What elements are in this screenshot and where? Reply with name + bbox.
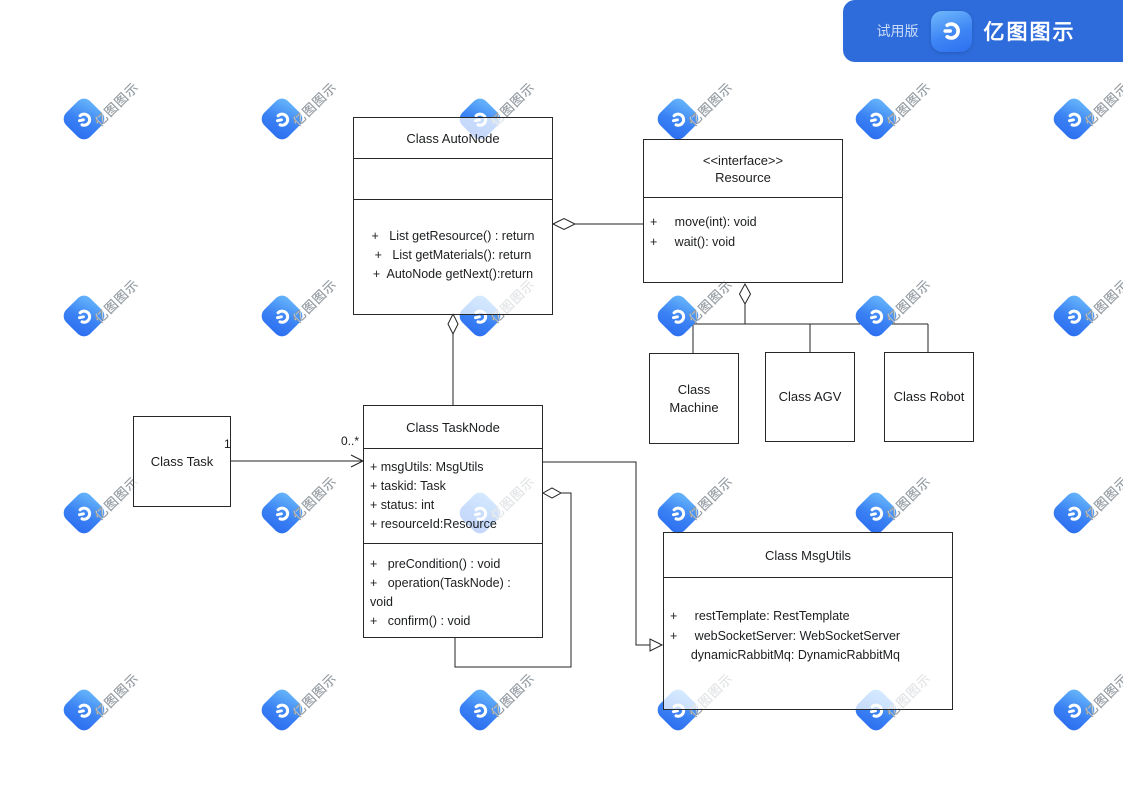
method: + List getResource() : return: [371, 229, 535, 243]
class-tasknode[interactable]: Class TaskNode + msgUtils: MsgUtils + ta…: [363, 405, 543, 638]
class-autonode[interactable]: Class AutoNode + List getResource() : re…: [353, 117, 553, 315]
aggregation-diamond-icon: [738, 282, 752, 306]
class-title: Class TaskNode: [406, 419, 500, 435]
association-task-tasknode[interactable]: [231, 454, 365, 468]
class-title: Class Machine: [669, 381, 719, 415]
class-title: Class AGV: [778, 389, 842, 404]
attribute: + taskid: Task: [370, 479, 446, 493]
method: + preCondition() : void: [370, 557, 501, 571]
aggregation-resource-implementations[interactable]: [692, 282, 929, 353]
aggregation-diamond-icon: [447, 312, 459, 336]
attribute: + resourceId:Resource: [370, 517, 497, 531]
hollow-triangle-arrow-icon: [649, 638, 664, 652]
methods-section: + List getResource() : return + List get…: [354, 199, 552, 314]
class-robot[interactable]: Class Robot: [884, 352, 974, 442]
methods-section: + preCondition() : void + operation(Task…: [364, 543, 542, 637]
method: + wait(): void: [650, 234, 736, 249]
attribute: + restTemplate: RestTemplate: [670, 609, 850, 623]
class-machine[interactable]: Class Machine: [649, 353, 739, 444]
association-tasknode-msgutils[interactable]: [543, 461, 664, 652]
method: + AutoNode getNext():return: [372, 267, 534, 281]
multiplicity-label-tasknode-end: 0..*: [341, 434, 360, 448]
attribute: + msgUtils: MsgUtils: [370, 460, 484, 474]
class-title: Class AutoNode: [406, 130, 500, 146]
method: + confirm() : void: [370, 614, 471, 628]
class-agv[interactable]: Class AGV: [765, 352, 855, 442]
app-name: 亿图图示: [983, 21, 1076, 44]
class-title: Class MsgUtils: [765, 547, 851, 563]
attributes-section: + msgUtils: MsgUtils + taskid: Task + st…: [364, 448, 542, 543]
method: + move(int): void: [650, 215, 757, 229]
attribute: dynamicRabbitMq: DynamicRabbitMq: [670, 648, 900, 662]
stereotype: <<interface>>: [702, 152, 784, 168]
multiplicity-label-task-end: 1: [224, 437, 231, 451]
attributes-section: [354, 158, 552, 199]
class-title: Class Task: [150, 453, 214, 469]
class-title: Class Robot: [893, 389, 965, 404]
class-msgutils[interactable]: Class MsgUtils + restTemplate: RestTempl…: [663, 532, 953, 710]
attribute: + webSocketServer: WebSocketServer: [670, 628, 901, 643]
methods-section: + move(int): void + wait(): void: [644, 197, 842, 282]
aggregation-autonode-resource[interactable]: [551, 217, 643, 231]
trial-version-label: 试用版: [876, 23, 919, 39]
interface-resource[interactable]: <<interface>> Resource + move(int): void…: [643, 139, 843, 283]
aggregation-tasknode-self[interactable]: [454, 487, 572, 668]
aggregation-diamond-icon: [551, 217, 577, 231]
method: + operation(TaskNode) : void: [370, 576, 511, 609]
attribute: + status: int: [370, 498, 435, 512]
trial-banner[interactable]: 试用版 亿图图示: [843, 0, 1123, 62]
interface-name: Resource: [715, 169, 771, 185]
aggregation-autonode-tasknode[interactable]: [447, 312, 459, 405]
class-task[interactable]: Class Task: [133, 416, 231, 507]
attributes-section: + restTemplate: RestTemplate + webSocket…: [664, 577, 952, 709]
class-title: <<interface>> Resource: [644, 140, 842, 197]
aggregation-diamond-icon: [541, 487, 563, 499]
edraw-logo-icon: [930, 10, 972, 52]
method: + List getMaterials(): return: [374, 248, 532, 262]
